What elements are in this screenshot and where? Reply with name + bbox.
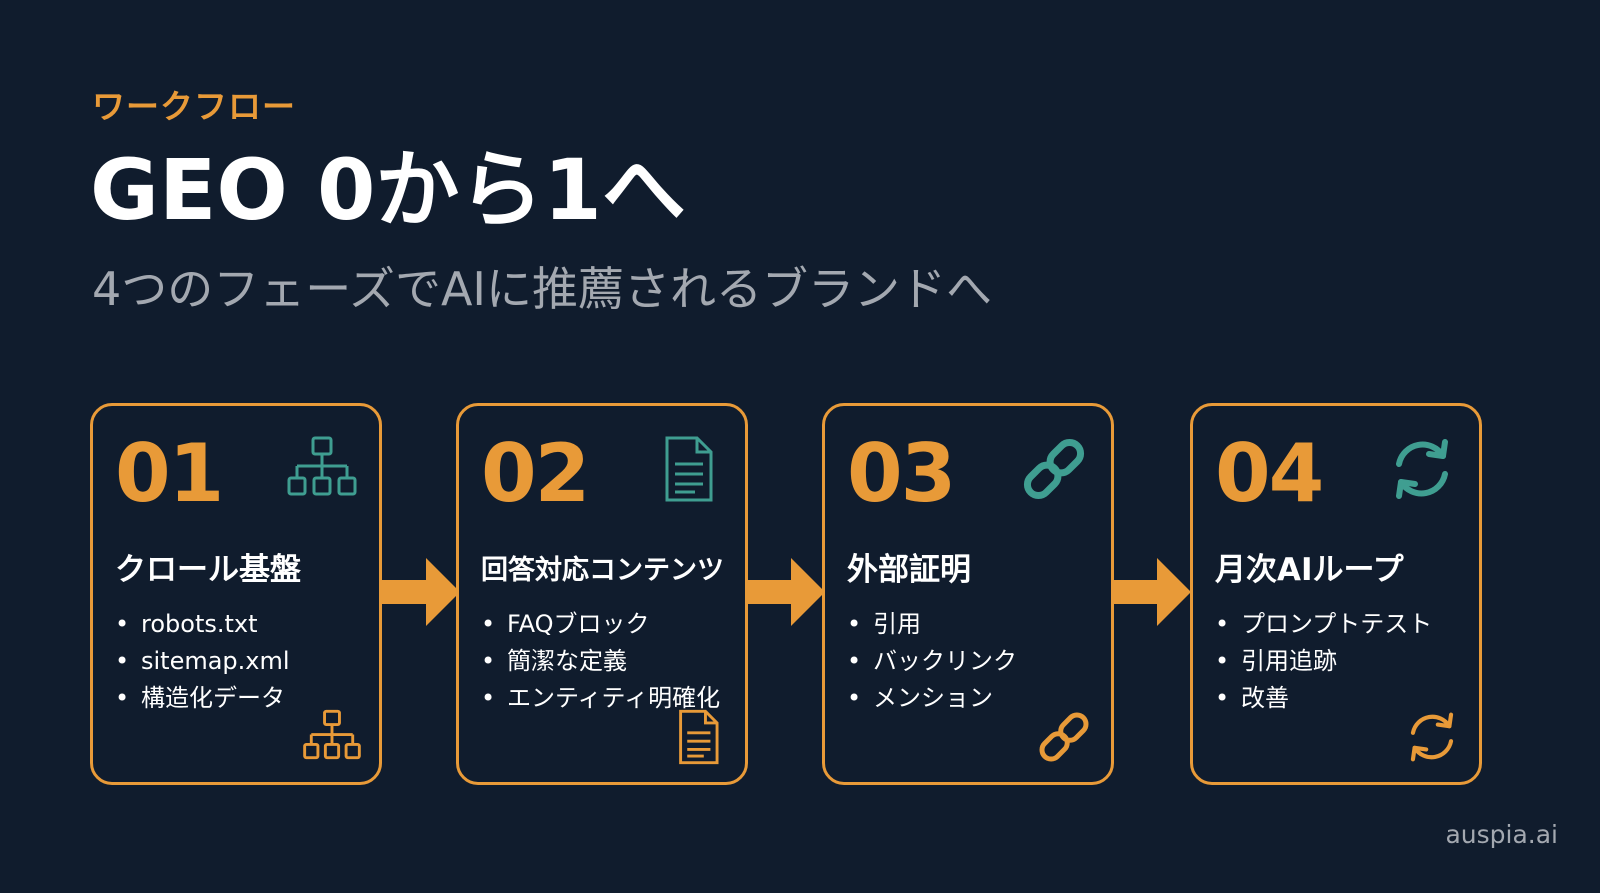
list-item: 構造化データ [115, 680, 290, 717]
list-item: 簡潔な定義 [481, 643, 720, 680]
phase-card-04: 04 月次AIループ プロンプトテスト 引用追跡 改善 [1190, 403, 1482, 785]
phase-items: robots.txt sitemap.xml 構造化データ [115, 606, 290, 717]
list-item: バックリンク [847, 643, 1017, 680]
phase-items: FAQブロック 簡潔な定義 エンティティ明確化 [481, 606, 720, 717]
phase-card-02: 02 回答対応コンテンツ FAQブロック 簡潔な定義 エンティティ明確化 [456, 403, 748, 785]
list-item: メンション [847, 680, 1017, 717]
document-icon [665, 436, 713, 502]
phase-items: 引用 バックリンク メンション [847, 606, 1017, 717]
phase-title: 外部証明 [847, 552, 971, 588]
phase-title: 回答対応コンテンツ [481, 555, 724, 586]
eyebrow-label: ワークフロー [92, 87, 296, 126]
list-item: sitemap.xml [115, 643, 290, 680]
phase-number: 04 [1215, 427, 1324, 520]
page-title: GEO 0から1へ [90, 141, 686, 239]
phase-card-01: 01 クロール基盤 robots.txt sitemap.xml 構造化データ [90, 403, 382, 785]
list-item: 引用追跡 [1215, 643, 1432, 680]
sitemap-icon [303, 709, 361, 760]
page-subtitle: 4つのフェーズでAIに推薦されるブランドへ [92, 262, 993, 316]
phase-number: 02 [481, 427, 590, 520]
refresh-icon [1410, 712, 1454, 762]
document-icon [679, 709, 719, 765]
link-icon [1039, 712, 1089, 762]
arrow-right-icon [382, 558, 460, 626]
list-item: robots.txt [115, 606, 290, 643]
arrow-right-icon [1113, 558, 1191, 626]
phase-number: 03 [847, 427, 956, 520]
phase-title: クロール基盤 [115, 552, 301, 588]
list-item: エンティティ明確化 [481, 680, 720, 717]
link-icon [1023, 438, 1085, 500]
list-item: 引用 [847, 606, 1017, 643]
arrow-right-icon [747, 558, 825, 626]
phase-number: 01 [115, 427, 224, 520]
sitemap-icon [287, 436, 357, 496]
phase-card-03: 03 外部証明 引用 バックリンク メンション [822, 403, 1114, 785]
brand-label: auspia.ai [1445, 820, 1558, 849]
phase-items: プロンプトテスト 引用追跡 改善 [1215, 606, 1432, 717]
list-item: FAQブロック [481, 606, 720, 643]
list-item: 改善 [1215, 680, 1432, 717]
list-item: プロンプトテスト [1215, 606, 1432, 643]
refresh-icon [1396, 439, 1448, 499]
phase-title: 月次AIループ [1215, 552, 1404, 588]
